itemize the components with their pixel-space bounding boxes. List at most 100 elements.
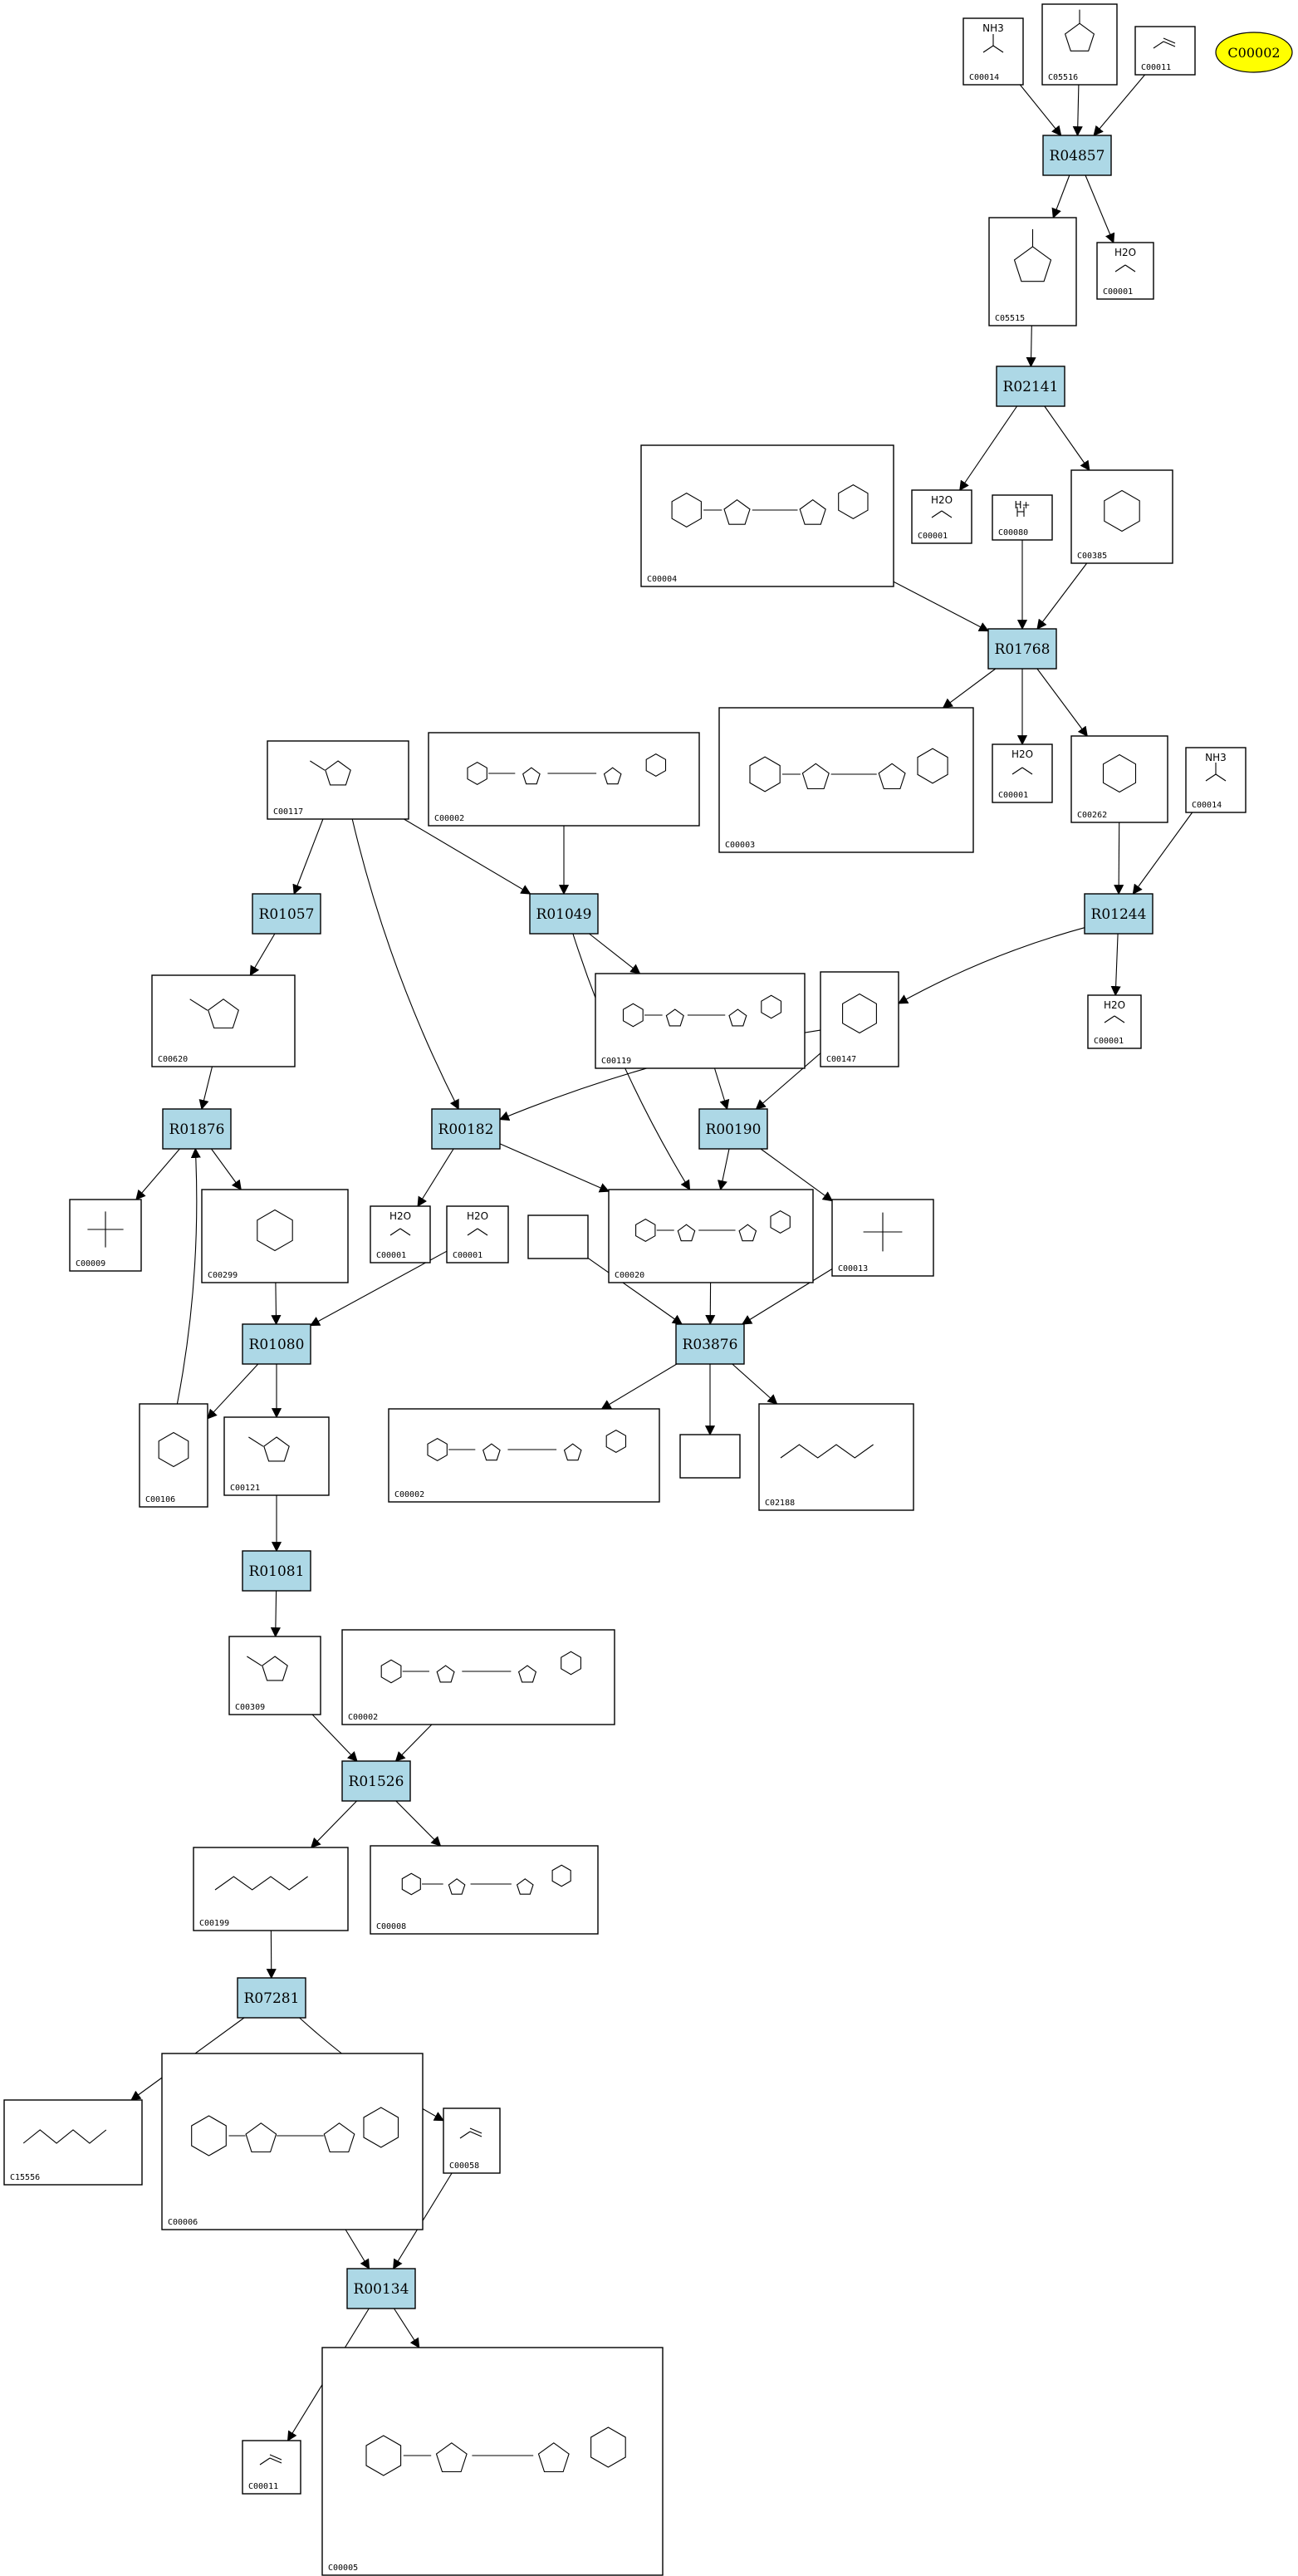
- edge-8: [893, 581, 990, 632]
- molecule-structure: [635, 1209, 791, 1243]
- compound-id: C00011: [1141, 63, 1171, 72]
- compound-node[interactable]: C00006: [161, 2053, 424, 2230]
- compound-id: C00020: [615, 1271, 644, 1280]
- compound-node[interactable]: C00121: [223, 1416, 330, 1496]
- edge-37: [207, 1363, 259, 1420]
- compound-node[interactable]: C00058: [443, 2107, 501, 2174]
- compound-id: C00003: [725, 841, 755, 850]
- edge-39: [176, 1147, 201, 1405]
- reaction-node[interactable]: R01876: [162, 1108, 232, 1150]
- compound-node[interactable]: C00299: [201, 1189, 349, 1283]
- reaction-node[interactable]: R00182: [431, 1108, 501, 1150]
- reaction-node[interactable]: R01768: [987, 628, 1057, 670]
- molecule-structure: [380, 1651, 581, 1684]
- compound-node[interactable]: C00199: [193, 1847, 349, 1931]
- compound-node[interactable]: C00309: [228, 1636, 321, 1715]
- reaction-id: R00182: [438, 1121, 494, 1138]
- reaction-node[interactable]: R01244: [1084, 893, 1154, 935]
- compound-node[interactable]: C00106: [139, 1403, 208, 1508]
- reaction-node[interactable]: R02141: [996, 366, 1065, 407]
- reaction-node[interactable]: R07281: [237, 1977, 306, 2019]
- edge-34: [760, 1148, 833, 1202]
- compound-node[interactable]: C00013: [831, 1199, 934, 1277]
- compound-node[interactable]: C00119: [595, 973, 806, 1069]
- compound-id: C15556: [10, 2173, 40, 2182]
- reaction-node[interactable]: R00134: [346, 2268, 416, 2309]
- compound-node[interactable]: C00002: [341, 1629, 615, 1725]
- compound-id: C00199: [199, 1919, 229, 1928]
- compound-node[interactable]: C00011: [242, 2440, 301, 2495]
- molecule-structure: [247, 1656, 288, 1681]
- edge-0: [1019, 84, 1062, 136]
- compound-node[interactable]: C00262: [1070, 735, 1168, 823]
- compound-node[interactable]: C00009: [69, 1199, 142, 1272]
- molecule-structure: [158, 1431, 189, 1468]
- edge-35: [271, 1282, 282, 1326]
- edge-18: [589, 933, 641, 974]
- compound-id: C00014: [1192, 801, 1222, 810]
- compound-node[interactable]: C00011: [1134, 26, 1196, 76]
- compound-node[interactable]: C00020: [608, 1189, 814, 1283]
- reaction-id: R07281: [244, 1990, 300, 2007]
- compound-node[interactable]: [527, 1214, 589, 1259]
- compound-node[interactable]: C00002: [428, 732, 700, 827]
- compound-node[interactable]: C00003: [718, 707, 974, 853]
- compound-node[interactable]: C00008: [370, 1845, 599, 1935]
- molecule-structure: [401, 1864, 571, 1896]
- edge-58: [394, 2308, 420, 2349]
- reaction-node[interactable]: R00190: [698, 1108, 768, 1150]
- compound-node[interactable]: C00005: [321, 2347, 664, 2576]
- compound-formula: H2O: [1104, 999, 1125, 1011]
- compound-node[interactable]: C00117: [267, 740, 409, 820]
- edge-15: [404, 818, 531, 895]
- molecule-structure: [467, 753, 667, 786]
- compound-node[interactable]: C15556: [3, 2099, 143, 2186]
- reaction-id: R01049: [536, 906, 592, 923]
- molecule-structure: [1153, 37, 1176, 49]
- edge-25: [198, 1066, 213, 1111]
- reaction-node[interactable]: R01057: [252, 893, 321, 935]
- compound-node[interactable]: C05515: [988, 217, 1077, 326]
- edge-23: [1110, 933, 1121, 997]
- molecule-structure: [459, 2127, 482, 2139]
- compound-id: C00309: [235, 1703, 265, 1712]
- compound-node[interactable]: C02188: [758, 1403, 914, 1511]
- reaction-node[interactable]: R01049: [529, 893, 599, 935]
- edge-13: [1036, 668, 1088, 737]
- highlight-compound[interactable]: C00002: [1215, 32, 1293, 73]
- reaction-node[interactable]: R04857: [1042, 135, 1112, 176]
- reaction-node[interactable]: R01080: [242, 1323, 311, 1365]
- compound-node[interactable]: C00002: [388, 1408, 660, 1503]
- molecule-structure: [982, 34, 1004, 53]
- reaction-node[interactable]: R01081: [242, 1550, 311, 1592]
- reaction-node[interactable]: R01526: [341, 1760, 411, 1802]
- edge-14: [292, 818, 324, 895]
- compound-formula: H2O: [1114, 247, 1136, 258]
- compound-node[interactable]: H2O C00001: [1087, 994, 1142, 1049]
- compound-node[interactable]: C00147: [820, 971, 899, 1067]
- compound-node[interactable]: C00004: [640, 444, 894, 587]
- compound-node[interactable]: C00620: [151, 974, 296, 1067]
- compound-node[interactable]: C00385: [1070, 469, 1173, 564]
- reaction-node[interactable]: R03876: [675, 1323, 745, 1365]
- compound-node[interactable]: C05516: [1041, 3, 1118, 86]
- edge-11: [942, 668, 997, 709]
- molecule-structure: [22, 2129, 107, 2144]
- compound-node[interactable]: H+C00080: [992, 494, 1053, 541]
- compound-node[interactable]: [679, 1434, 741, 1479]
- molecule-structure: [189, 999, 239, 1029]
- edge-32: [755, 1052, 821, 1110]
- compound-id: C00001: [1094, 1037, 1124, 1046]
- molecule-structure: [191, 2107, 399, 2156]
- edge-1: [1072, 84, 1083, 137]
- molecule-structure: [310, 760, 351, 786]
